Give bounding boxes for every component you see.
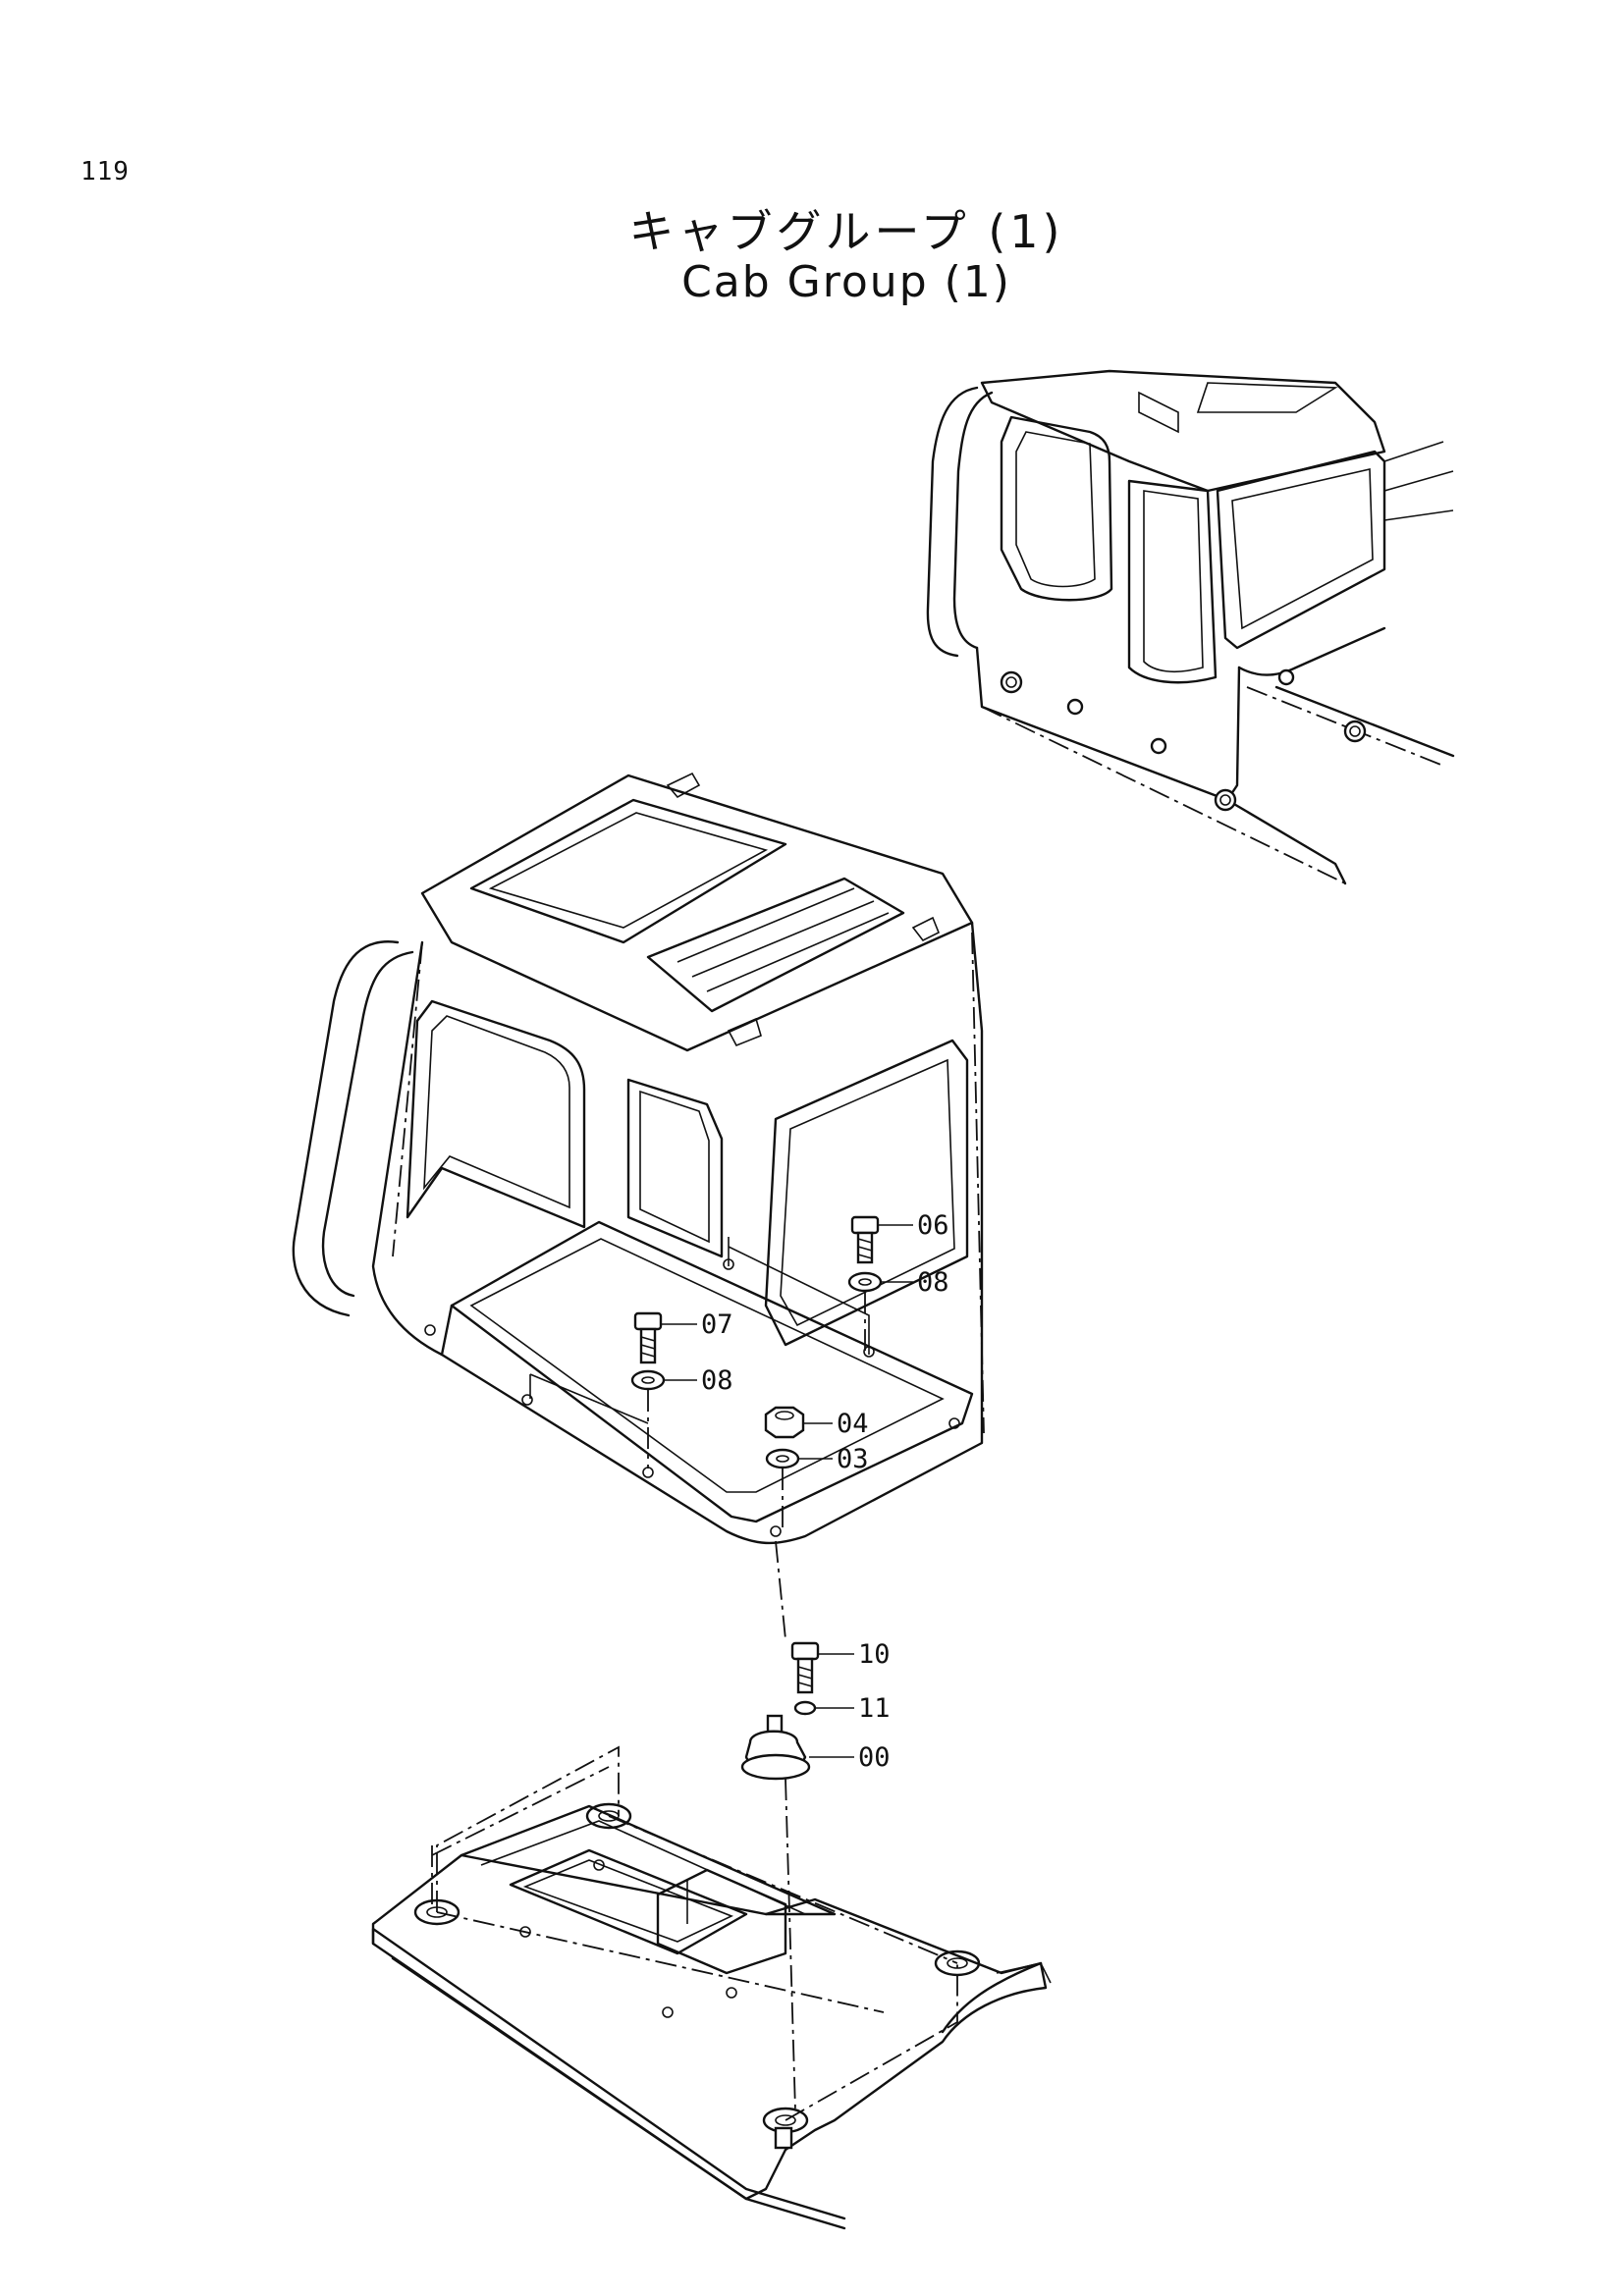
title-english: Cab Group (1) (681, 257, 1011, 307)
bolt-06 (850, 1215, 913, 1264)
callout-04: 04 (837, 1409, 869, 1439)
inset-cab-view (926, 369, 1455, 885)
main-cab (292, 772, 985, 1545)
rubber-mount-00 (740, 1714, 854, 1781)
nut-04 (764, 1406, 833, 1439)
callout-11: 11 (858, 1693, 891, 1724)
washer-03 (765, 1448, 833, 1531)
callout-07: 07 (701, 1309, 733, 1340)
lower-frame (371, 1745, 1052, 2230)
washer-08-upper (847, 1271, 913, 1351)
washer-11 (793, 1700, 854, 1716)
title-japanese: キャブグループ (1) (628, 205, 1064, 258)
callout-03: 03 (837, 1444, 869, 1474)
page-number: 119 (81, 157, 130, 187)
callout-08-lower: 08 (701, 1365, 733, 1396)
callout-10: 10 (858, 1639, 891, 1670)
callout-06: 06 (917, 1210, 949, 1241)
washer-08-lower (630, 1369, 697, 1468)
bolt-10 (790, 1641, 854, 1694)
callout-08-upper: 08 (917, 1267, 949, 1298)
fasteners (630, 1215, 913, 2111)
callout-labels: 06 08 07 08 04 03 10 11 00 (701, 1210, 949, 1773)
callout-00: 00 (858, 1742, 891, 1773)
bolt-07 (633, 1311, 697, 1364)
